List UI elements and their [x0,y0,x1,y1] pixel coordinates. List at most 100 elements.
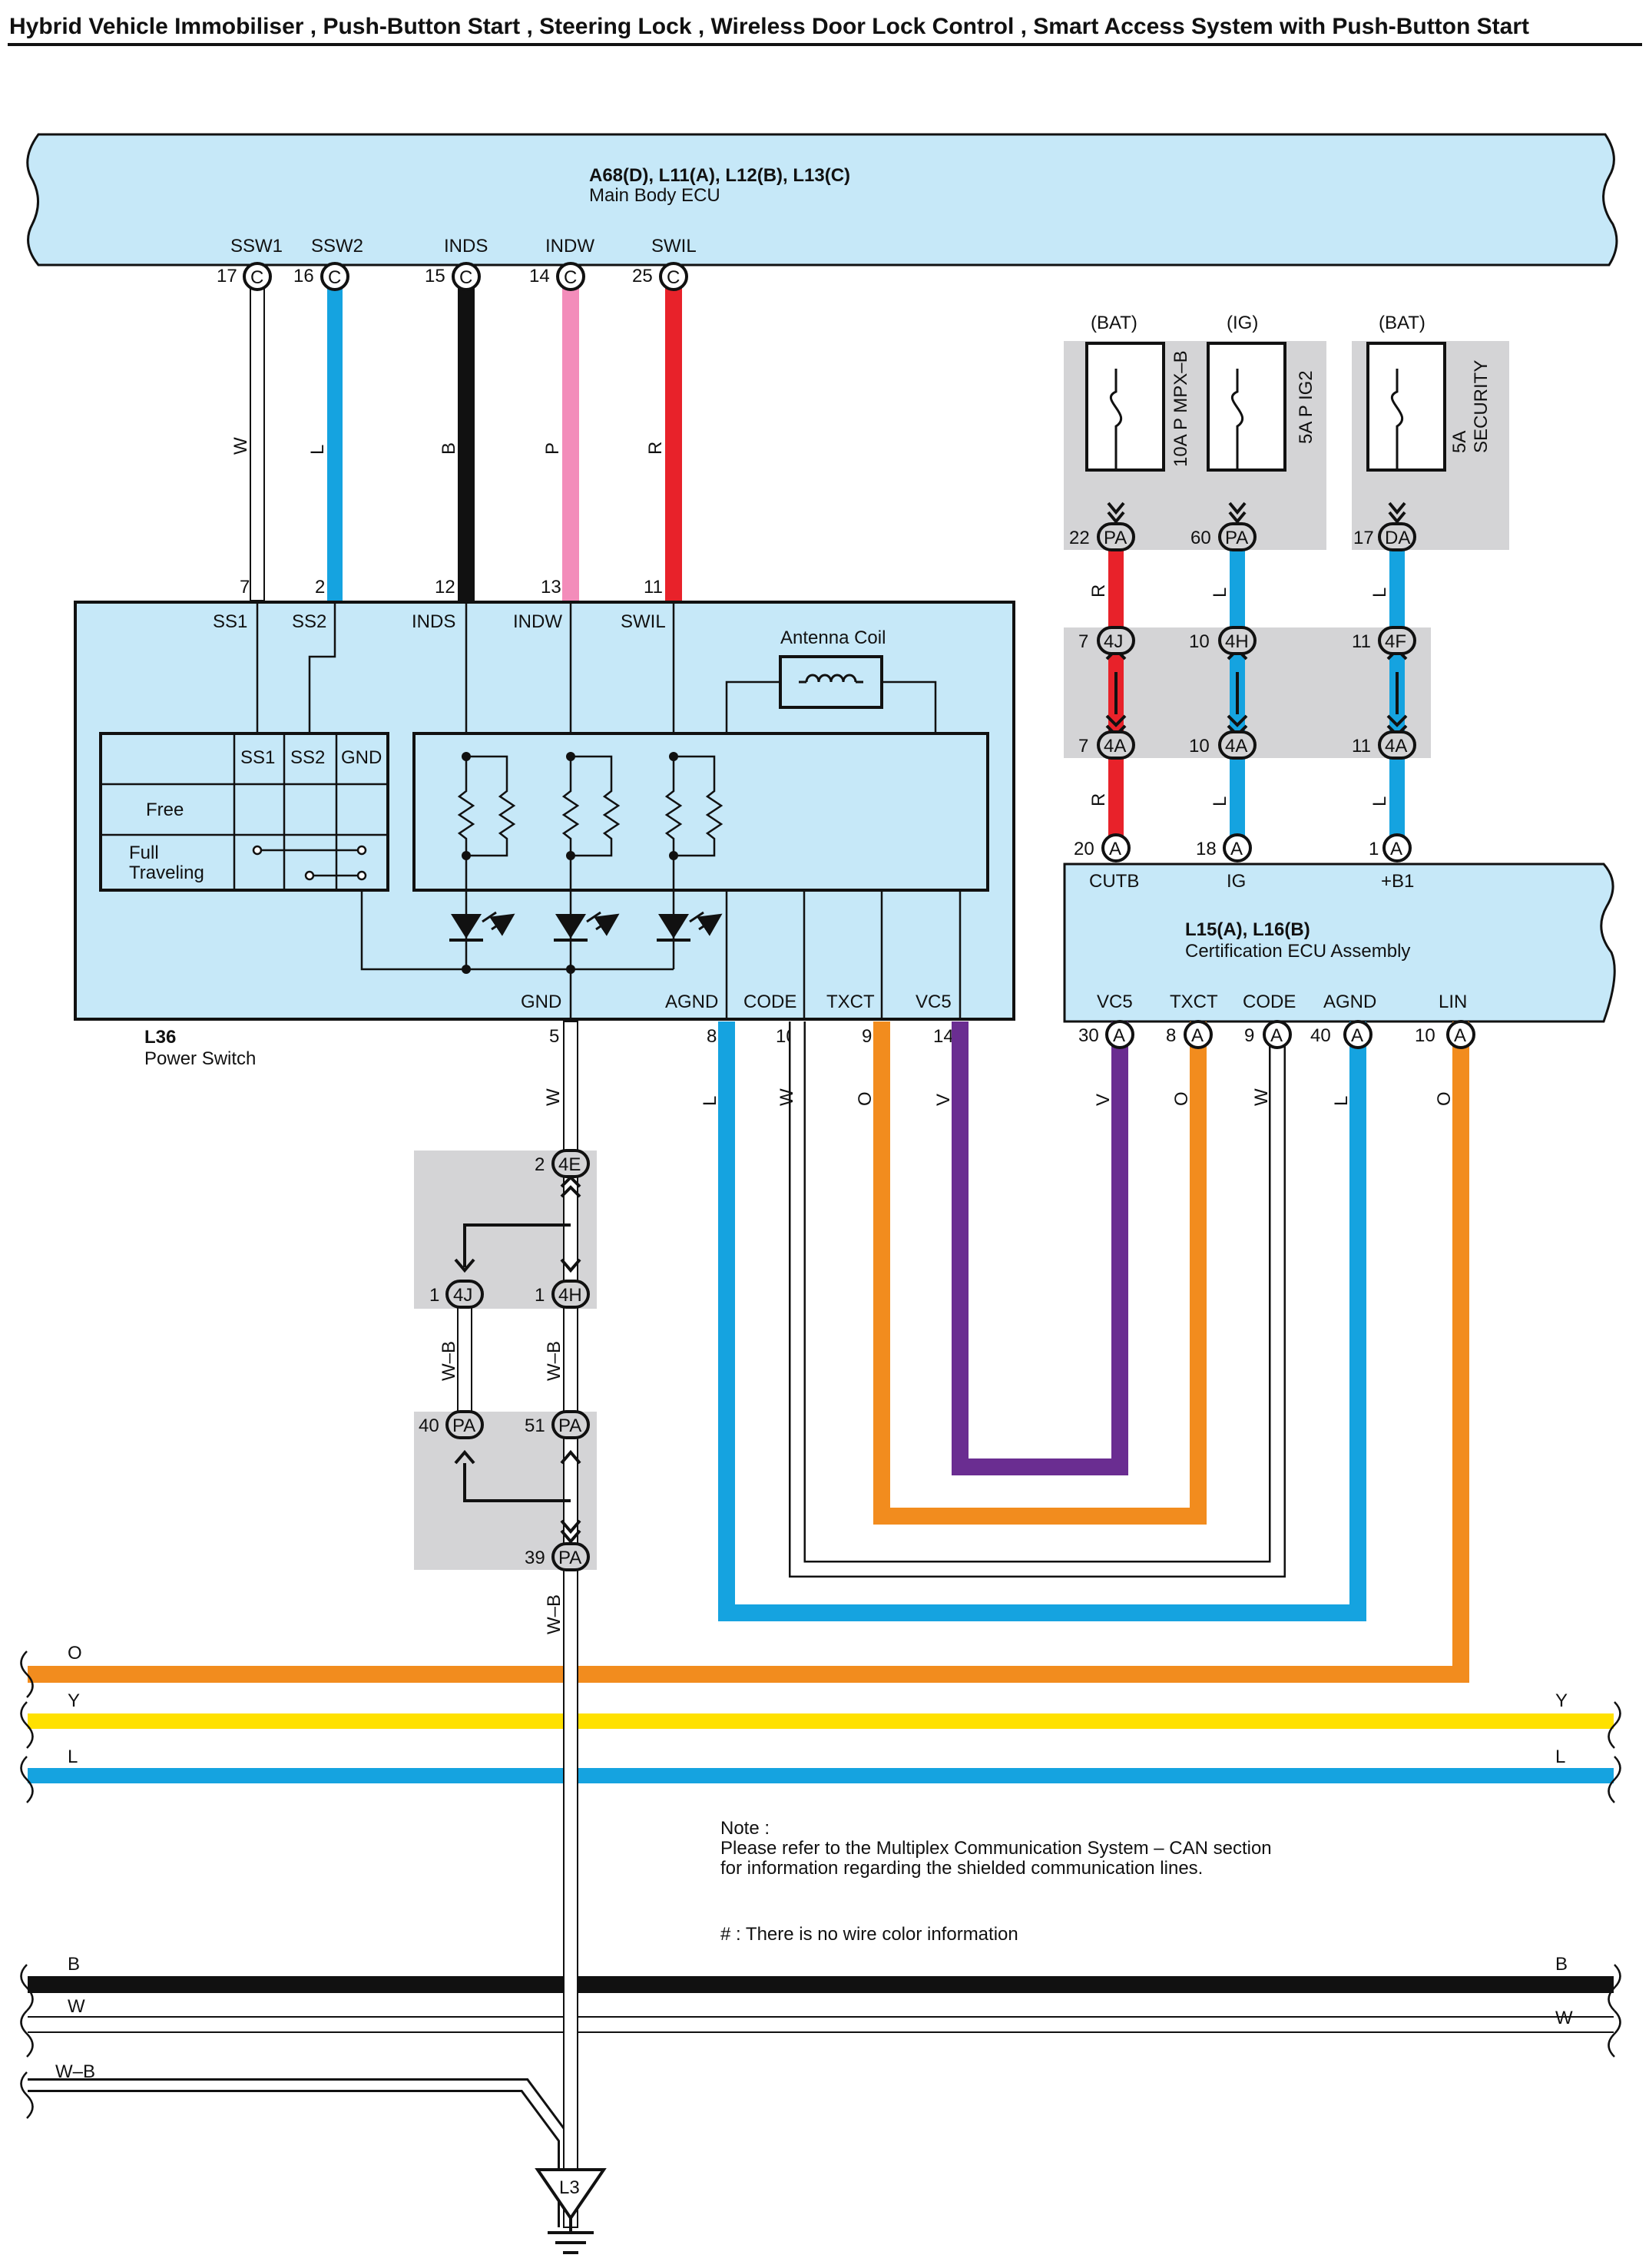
ps-bottom-internal [725,890,962,1019]
connector-pa [1097,522,1135,551]
power-switch-bottom-pins: 5 8 10 9 14 [549,1026,954,1047]
fuse-box-security [1366,342,1446,472]
note-block: Note : Please refer to the Multiplex Com… [720,1818,1272,1945]
pin-51: 51 [525,1415,545,1436]
bus-label-b: B [68,1954,80,1975]
conn-pa: PA [1104,528,1127,548]
conn-4a: 4A [1104,736,1126,757]
pin-14: 14 [529,266,550,286]
note-line-1: Please refer to the Multiplex Communicat… [720,1838,1272,1859]
conn-a: A [1390,839,1402,859]
pin-11: 11 [1352,631,1371,652]
conn-4h: 4H [558,1285,582,1306]
pin-circle-swil [659,262,688,291]
note-heading: Note : [720,1818,770,1839]
ps-pin-8: 8 [707,1026,717,1047]
wire-label-v: V [1093,1094,1114,1106]
pin-39: 39 [525,1548,545,1568]
fuse-name-5a: 5A [1449,431,1470,453]
resistor-network-inds [457,755,516,890]
ps-pin-2: 2 [315,577,325,598]
pin-60: 60 [1190,528,1211,548]
fuse-source-ig: (IG) [1227,313,1258,333]
fuse-pills: PA 22 PA 60 DA 17 4J 7 4H 10 4F 11 4A 7 … [1069,522,1416,760]
main-body-ecu-code: A68(D), L11(A), L12(B), L13(C) [589,165,850,186]
pin-10: 10 [1189,736,1210,757]
connector-da [1378,522,1416,551]
led-row [360,890,713,1019]
ps-terminal-vc5: VC5 [916,992,952,1012]
connector-4j [1097,626,1135,655]
cert-terminal-agnd: AGND [1323,992,1376,1012]
connector-4e [551,1149,590,1178]
wire-label-w: W [776,1088,797,1106]
cert-terminal-lin: LIN [1439,992,1467,1012]
conn-c: C [667,267,680,288]
connector-4a [1378,730,1416,760]
resistor-network-indw [561,755,621,890]
pin-17: 17 [217,266,237,286]
pin-1: 1 [1369,839,1379,859]
wire-label-wb: W–B [439,1341,459,1381]
page-title: Hybrid Vehicle Immobiliser , Push-Button… [9,14,1529,39]
power-switch-top-pins: 7 2 12 13 11 [240,577,663,598]
bus-label-y: Y [68,1690,80,1711]
terminal-inds: INDS [444,236,488,257]
conn-pa: PA [558,1548,581,1568]
table-row-full: Full [129,843,159,863]
connector-4a [1097,730,1135,760]
table-header-ss2: SS2 [290,747,325,768]
cert-ecu-name: Certification ECU Assembly [1185,941,1410,962]
cert-terminal-txct: TXCT [1170,992,1218,1012]
antenna-coil-label: Antenna Coil [780,627,886,648]
terminal-ssw1: SSW1 [230,236,283,257]
terminal-indw: INDW [545,236,594,257]
cert-ecu-top-pins: A 20 A 18 A 1 [1074,833,1412,863]
cert-terminal-cutb: CUTB [1089,871,1139,892]
main-body-ecu-box [26,133,1618,267]
wire-label-wb: W–B [544,1341,565,1381]
antenna-coil: Antenna Coil [779,627,886,709]
conn-a: A [1113,1025,1125,1046]
terminal-swil: SWIL [651,236,697,257]
wire-label-l: L [1210,796,1230,806]
wire-label-o: O [1171,1091,1192,1106]
fuse-wires-junction [1105,627,1408,758]
connector-4f [1378,626,1416,655]
connector-pa [1218,522,1257,551]
pin-16: 16 [293,266,314,286]
wire-label-r: R [1088,793,1109,806]
wire-label-l: L [700,1096,720,1106]
conn-4a: 4A [1225,736,1247,757]
conn-da: DA [1385,528,1410,548]
conn-a: A [1230,839,1243,859]
pin-2: 2 [535,1154,545,1175]
connector-pa [551,1410,590,1439]
wire-label-b: B [439,442,459,455]
conn-c: C [459,267,472,288]
conn-a: A [1454,1025,1466,1046]
connector-pa [445,1410,484,1439]
bus-label-w-right: W [1555,2008,1573,2028]
ps-terminal-swil: SWIL [621,611,666,632]
fuse-name-mpx-b: 10A P MPX–B [1171,350,1191,467]
ps-pin-12: 12 [435,577,455,598]
conn-4f: 4F [1385,631,1406,652]
pin-10: 10 [1189,631,1210,652]
pin-7: 7 [1078,631,1088,652]
fuse-source-bat: (BAT) [1091,313,1137,333]
pin-18: 18 [1196,839,1217,859]
ps-pin-5: 5 [549,1026,559,1047]
fuse-source-bat: (BAT) [1379,313,1425,333]
bus-right-brackets [1608,1701,1621,2058]
fuse-wire-color-labels: R L L R L L [1088,584,1390,806]
pin-11: 11 [1352,736,1371,757]
conn-pa: PA [558,1415,581,1436]
led-icon [555,914,586,939]
top-wires [250,285,682,601]
ps-pin-14: 14 [933,1026,954,1047]
main-body-ecu-name: Main Body ECU [589,185,720,206]
wire-label-r: R [645,442,666,455]
table-header-gnd: GND [341,747,382,768]
main-ecu-terminals: SSW1 SSW2 INDS INDW SWIL [230,236,697,257]
